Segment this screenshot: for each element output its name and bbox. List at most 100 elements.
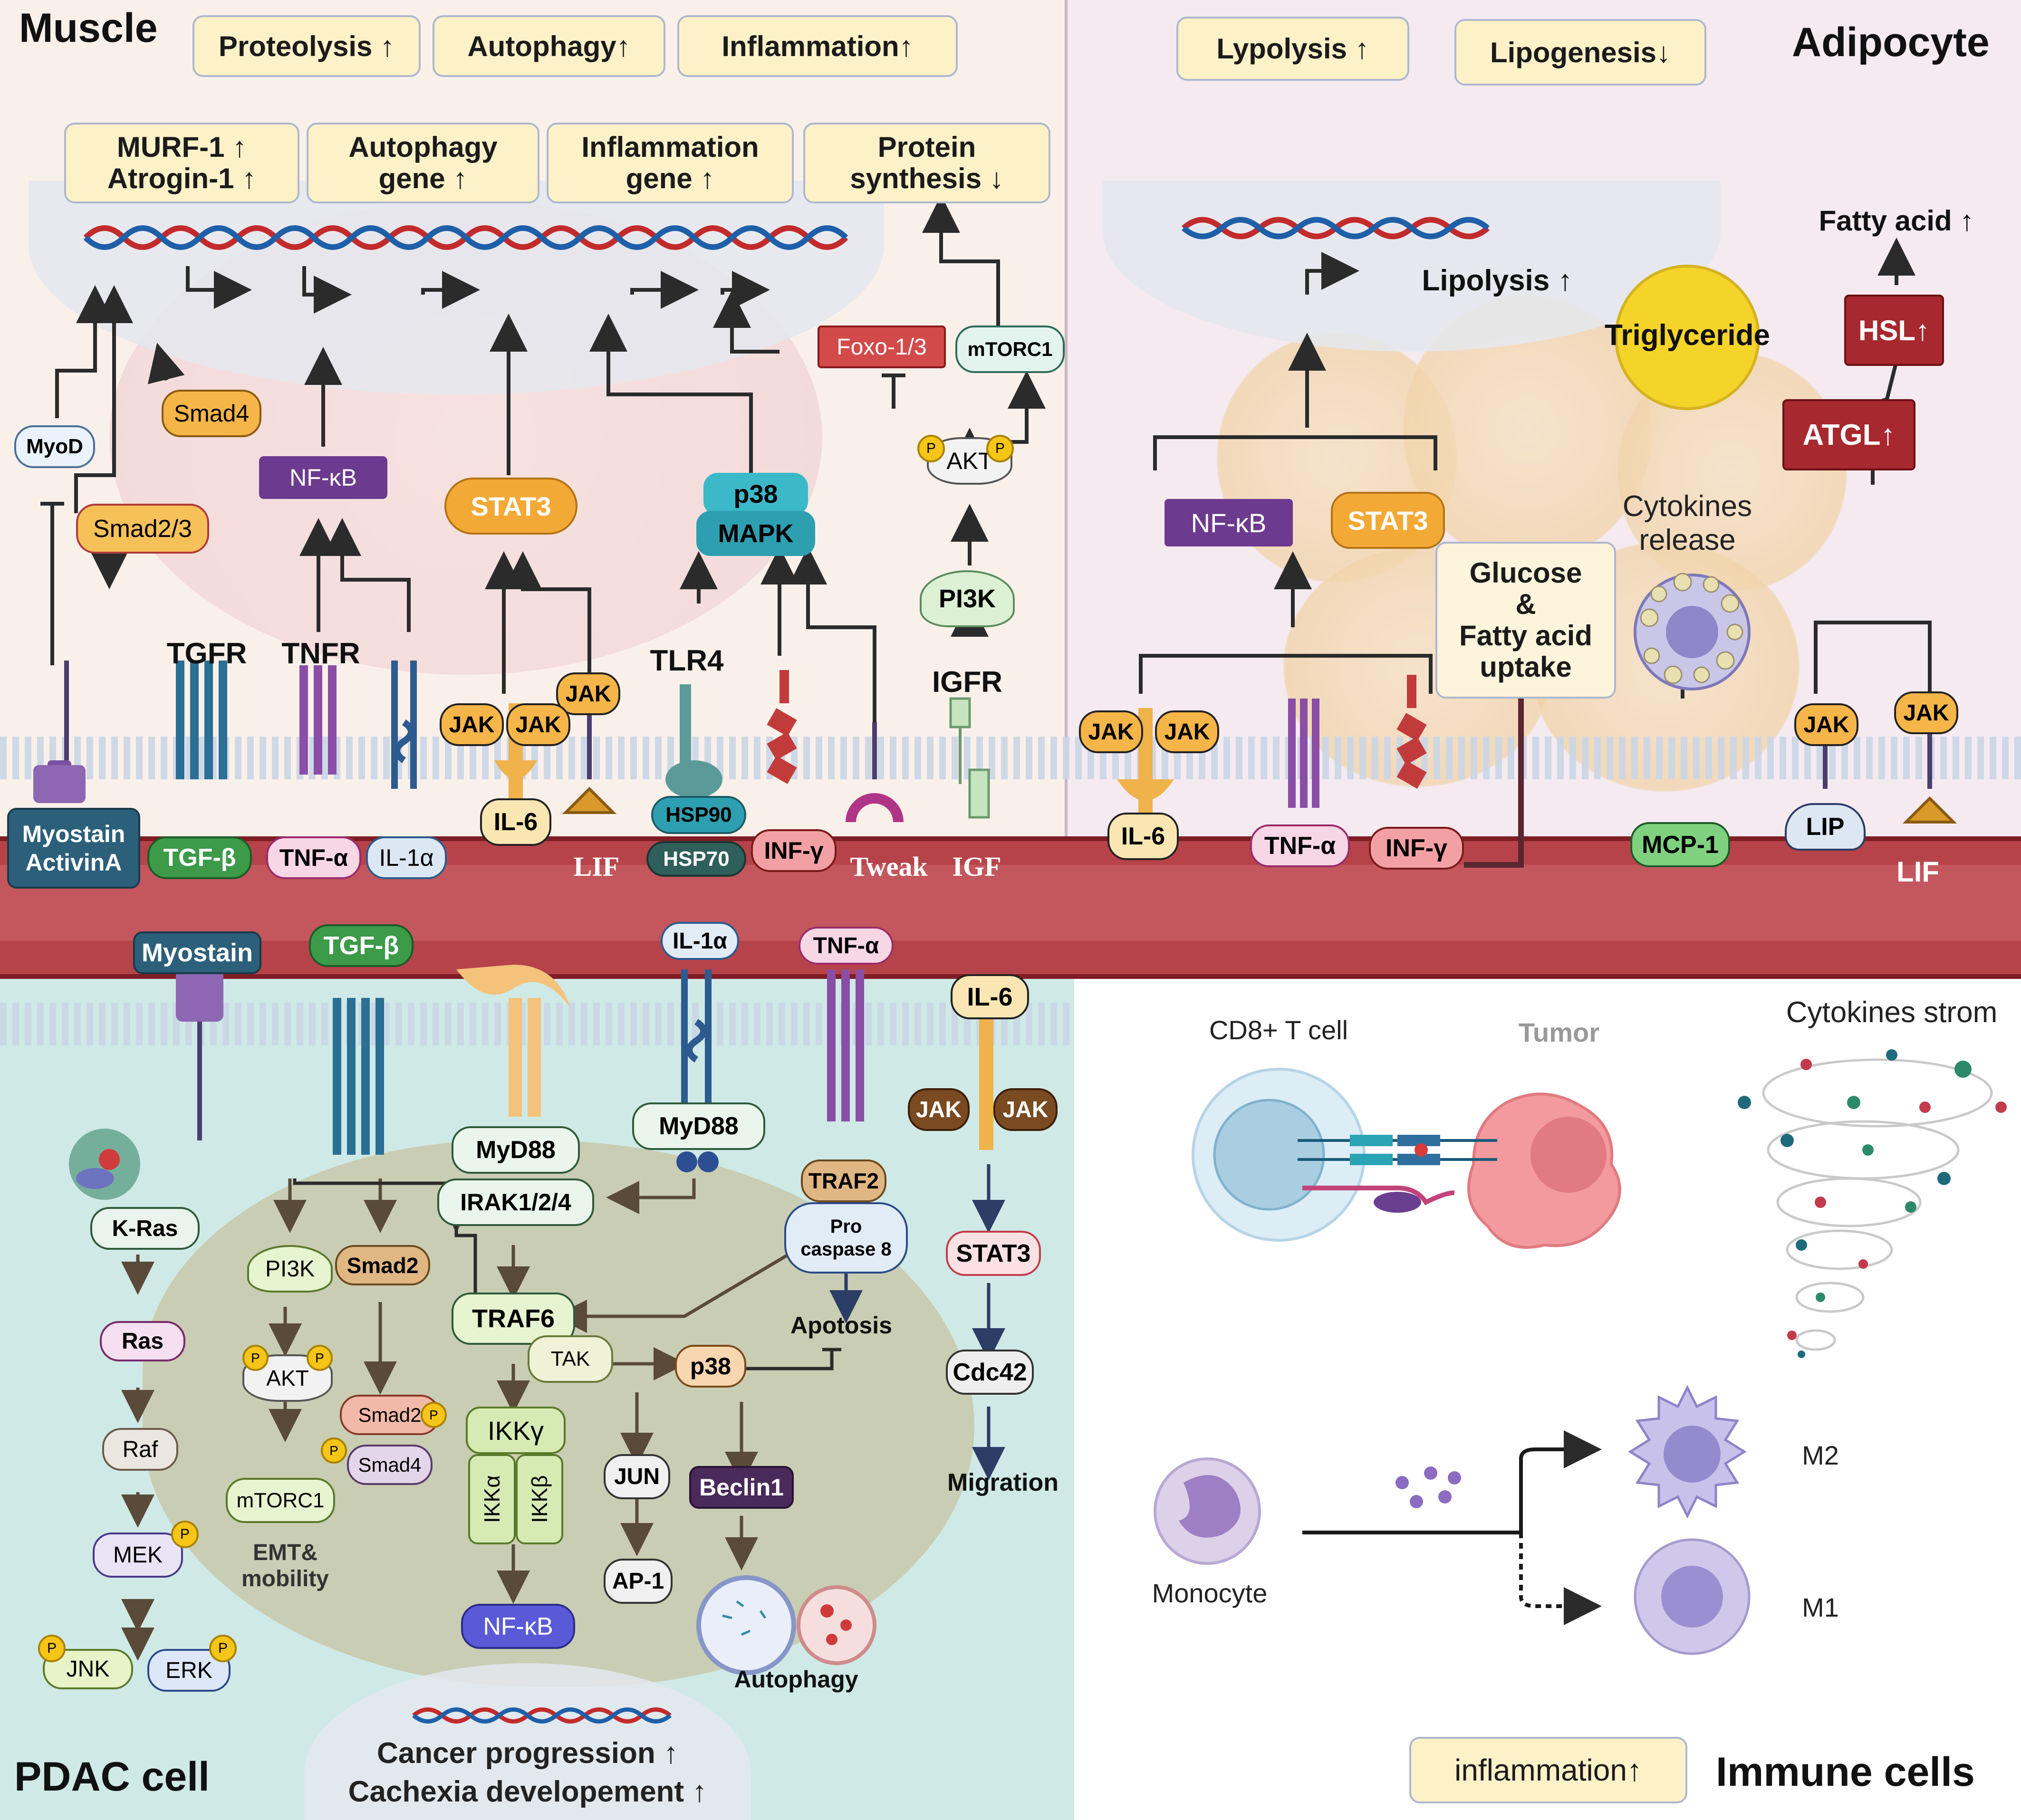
procaspase8-node: Pro caspase 8 [784,1202,908,1274]
adipocyte-stat3-node: STAT3 [1331,492,1445,549]
monocyte-icon [1154,1457,1261,1565]
glucose-inhibition [1464,667,1540,868]
muscle-infg-ligand: INF-γ [751,829,837,872]
akt-phospho-badge: P [986,435,1014,462]
pdac-smad4-node: Smad4 [347,1445,433,1485]
migration-label: Migration [947,1469,1059,1496]
smad4-phospho-badge: P [321,1437,347,1464]
foxo-node: Foxo-1/3 [818,326,946,368]
monocyte-label: Monocyte [1152,1578,1268,1608]
pdac-tgfb-ligand: TGF-β [309,924,414,967]
ikkg-node: IKKγ [466,1407,566,1454]
smad23-node: Smad2/3 [76,504,209,554]
muscle-inhibition-lines [40,374,905,665]
muscle-jak-node: JAK [556,672,620,715]
cytokines-release-label: Cytokines release [1622,490,1752,556]
hsp70-node: HSP70 [646,841,746,877]
tumor-label: Tumor [1518,1017,1600,1047]
smad2-phospho-badge: P [421,1402,447,1428]
autophagosome-icon [696,1575,876,1675]
pdac-nfkb-node: NF-κB [461,1604,575,1649]
cdc42-node: Cdc42 [946,1350,1034,1395]
pdac-mtorc1-node: mTORC1 [226,1478,335,1523]
pdac-apoptosis-inhibit [713,1348,841,1370]
myd88-node-left: MyD88 [452,1126,580,1174]
adipocyte-jak-node: JAK [1894,691,1958,734]
muscle-dna-icon [83,225,848,250]
inflammation-box: Inflammation↑ [677,15,958,77]
monocyte-cytokine-dots [1395,1466,1461,1508]
adipocyte-nfkb-node: NF-κB [1164,499,1293,546]
autophagy-gene-box: Autophagy gene ↑ [307,123,539,203]
adipocyte-jak-node: JAK [1155,710,1219,753]
lipogenesis-box: Lipogenesis↓ [1454,19,1706,86]
muscle-mtorc1-node: mTORC1 [955,326,1065,373]
pdac-dna-icon [412,1707,672,1724]
macrophage-arrows [1302,1430,1602,1625]
raf-node: Raf [102,1428,178,1471]
myostain-activin-ligand: Myostain ActivinA [7,808,140,889]
pdac-jak-node: JAK [993,1088,1058,1131]
murf-atrogin-box: MURF-1 ↑ Atrogin-1 ↑ [64,123,299,203]
cytokine-storm-label: Cytokines strom [1786,996,1998,1029]
irak-node: IRAK1/2/4 [437,1178,594,1226]
muscle-jak-node: JAK [440,703,504,746]
triglyceride-droplet [1615,265,1760,410]
vessel-edge-top [0,836,2021,841]
emt-mobility-label: EMT& mobility [241,1540,329,1591]
lip-ligand: LIP [1785,803,1866,851]
muscle-arrows [55,195,1046,722]
ap1-node: AP-1 [604,1559,673,1604]
triglyceride-label: Triglyceride [1604,319,1771,352]
cytokine-particles [1738,1049,2007,1358]
pdac-smad2-node: Smad2 [335,1245,430,1285]
cd8-label: CD8+ T cell [1209,1015,1348,1045]
igf-label: IGF [952,851,1001,882]
muscle-adipo-membrane [0,737,2021,779]
traf2-node: TRAF2 [801,1159,886,1202]
muscle-title: Muscle [19,5,158,51]
protein-synthesis-box: Protein synthesis ↓ [803,123,1050,203]
pdac-receptors [176,965,993,1172]
myod-node: MyoD [14,425,95,468]
mek-phospho-badge: P [171,1521,199,1548]
pdac-pi3k-node: PI3K [247,1245,333,1293]
tak-node: TAK [528,1335,613,1383]
ikka-node: IKKα [468,1454,516,1544]
ikkb-node: IKKβ [516,1454,563,1544]
kras-icon [69,1129,140,1200]
adipocyte-il6-ligand: IL-6 [1107,813,1179,860]
inflammation-box: inflammation↑ [1409,1737,1687,1803]
mapk-node: MAPK [696,511,815,556]
pdac-p38-node: p38 [675,1345,746,1388]
tumor-cell-icon [1467,1092,1621,1249]
pdac-il6-ligand: IL-6 [951,974,1029,1019]
fatty-acid-label: Fatty acid ↑ [1819,205,1974,237]
glucose-uptake-box: Glucose & Fatty acid uptake [1435,542,1616,699]
akt-phospho-badge: P [917,435,945,462]
mcp1-ligand: MCP-1 [1630,822,1730,867]
pdac-jak-node: JAK [908,1088,970,1131]
autophagy-box: Autophagy↑ [433,15,665,77]
pdac-myostain-ligand: Myostain [133,931,261,974]
pdac-akt-phospho-badge: P [242,1345,269,1371]
pdac-akt-phospho-badge: P [307,1345,333,1371]
pdac-il6-arrows [829,1164,1005,1480]
tlr4-label: TLR4 [650,644,724,677]
muscle-jak-node: JAK [506,703,570,746]
adipocyte-infg-ligand: INF-γ [1369,827,1464,870]
smad4-node: Smad4 [162,390,261,437]
tgfr-label: TGFR [166,637,247,670]
cd8-t-cell-icon [1192,1068,1366,1242]
m2-macrophage-icon [1628,1385,1747,1519]
muscle-tnfa-ligand: TNF-α [266,836,361,879]
m2-label: M2 [1802,1440,1839,1470]
tnfr-label: TNFR [281,637,360,670]
adipocyte-dna-icon [1182,217,1490,239]
mek-node: MEK [93,1533,183,1578]
smad2p-node: Smad2 [340,1395,440,1435]
igfr-label: IGFR [932,666,1003,699]
cancer-progression-label: Cancer progression ↑ Cachexia developeme… [348,1737,707,1808]
muscle-lif-label: LIF [573,851,620,882]
